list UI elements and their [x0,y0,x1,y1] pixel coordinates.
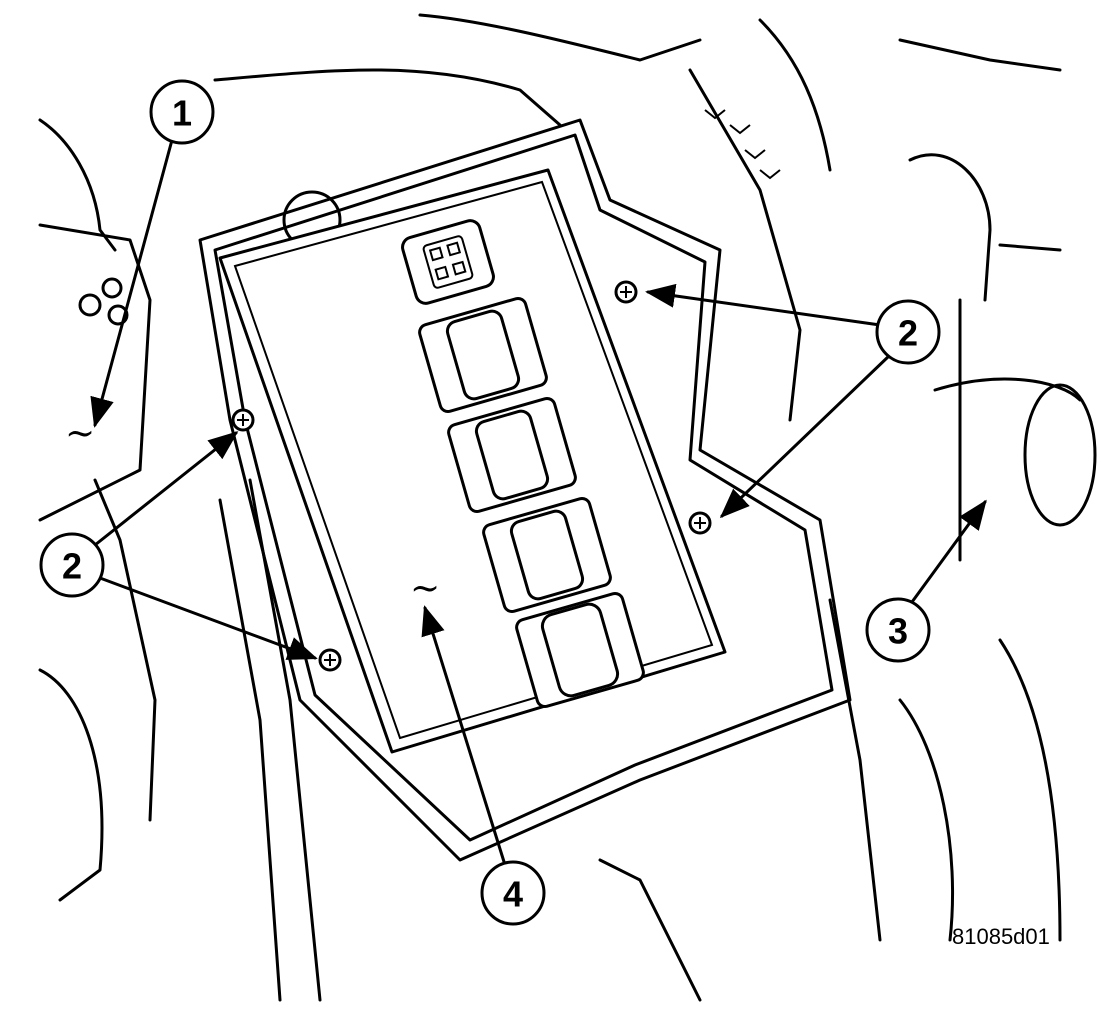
connector-4 [482,496,612,614]
svg-text:4: 4 [503,874,523,915]
control-module: ~ ~ [65,168,727,754]
location-tilde: ~ [65,413,95,454]
callout-4: 4 [480,860,546,926]
connector-2 [418,296,548,414]
connector-1 [401,219,495,305]
callout-2-right: 2 [875,299,941,365]
screw-icon [614,280,638,304]
svg-text:2: 2 [898,313,918,354]
svg-text:1: 1 [172,93,192,134]
screw-icon [231,408,255,432]
callout-1: 1 [149,79,215,145]
screw-icon [688,511,712,535]
module-tilde: ~ [410,568,440,609]
connector-5 [515,591,645,709]
figure-id: 81085d01 [952,924,1050,949]
connector-3 [447,396,577,514]
screw-icon [318,648,342,672]
callout-3: 3 [865,597,931,663]
mounting-screws [231,280,712,672]
leader-arrows [90,138,987,867]
callout-2-left: 2 [39,532,105,598]
vehicle-structure [38,13,1097,1002]
svg-text:2: 2 [62,546,82,587]
svg-text:3: 3 [888,611,908,652]
